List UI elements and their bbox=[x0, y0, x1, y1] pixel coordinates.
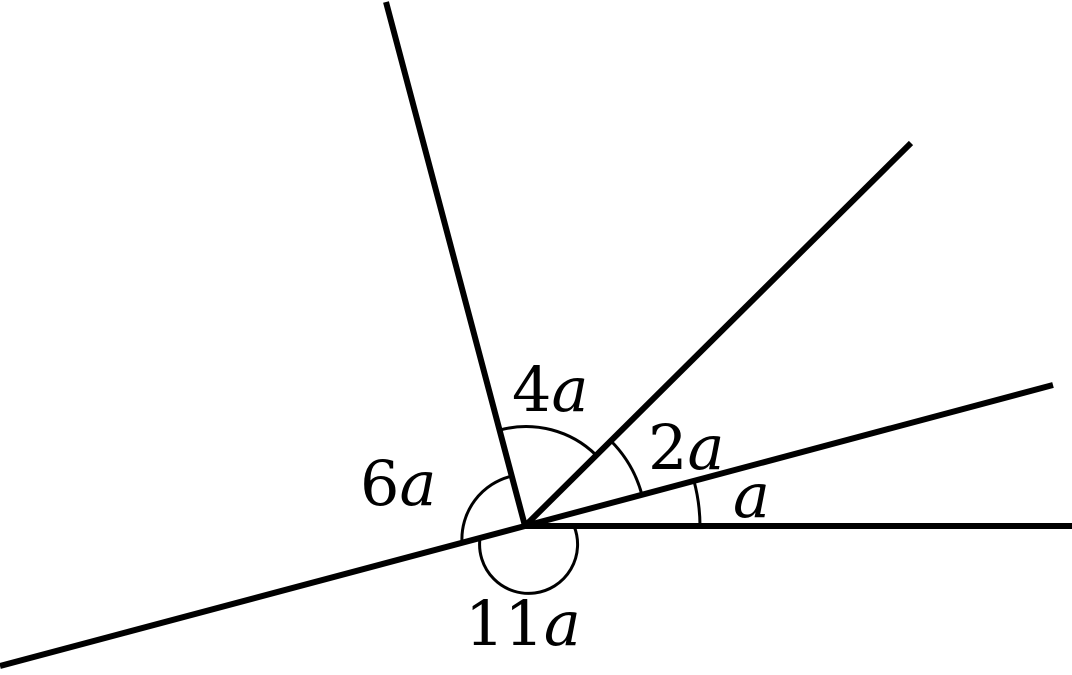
arc-angle-5 bbox=[478, 525, 580, 595]
arc-angle-4 bbox=[460, 474, 513, 544]
ray-diagonal bbox=[522, 140, 914, 529]
label-angle-2: 2a bbox=[648, 411, 724, 484]
ray-steep bbox=[383, 1, 528, 527]
arc-angle-3 bbox=[499, 425, 598, 457]
ray-shallow bbox=[524, 382, 1054, 529]
ray-lower-left bbox=[0, 523, 526, 669]
label-angle-3: 4a bbox=[512, 353, 588, 426]
arc-angle-1 bbox=[692, 480, 702, 527]
label-angle-1: a bbox=[733, 459, 770, 532]
label-angle-5: 11a bbox=[465, 587, 581, 660]
arc-angle-2 bbox=[609, 439, 644, 496]
label-angle-4: 6a bbox=[360, 447, 436, 520]
